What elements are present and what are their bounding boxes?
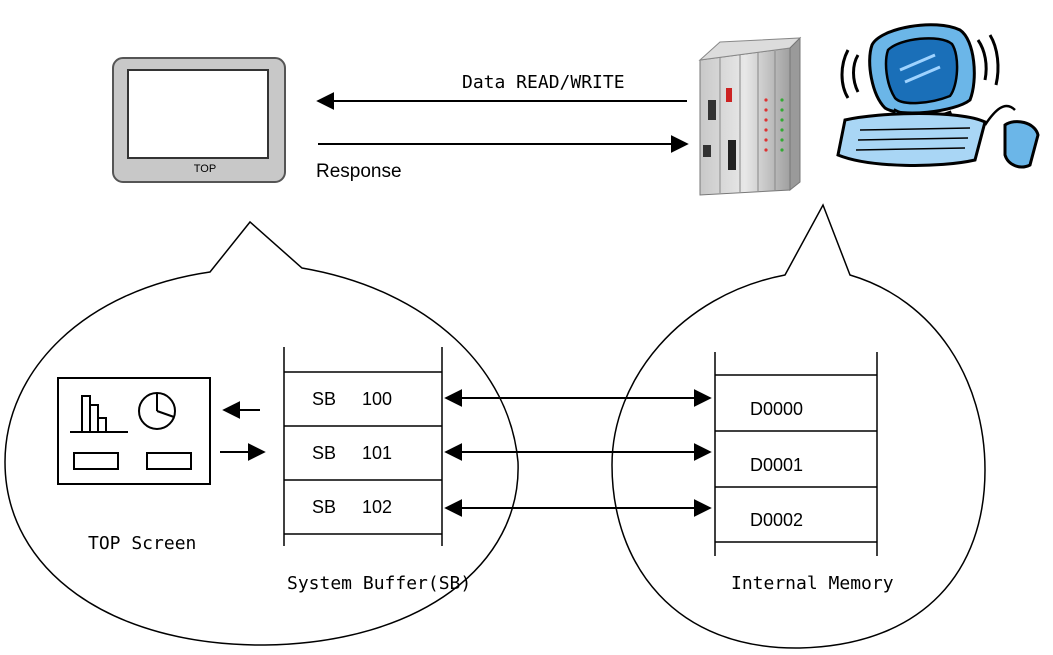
top-panel-icon: TOP [112, 57, 286, 183]
pie-chart-icon [138, 392, 176, 430]
screen-button-left [73, 452, 119, 470]
memory-row: D0000 [750, 399, 803, 419]
internal-memory-table [714, 352, 878, 556]
request-label: Data READ/WRITE [462, 72, 625, 93]
top-screen-panel [57, 377, 211, 485]
memory-row: D0001 [750, 455, 803, 475]
system-buffer-table [283, 347, 443, 546]
internal-memory-label: Internal Memory [731, 573, 894, 594]
sb-row-prefix: SB [312, 389, 336, 409]
sb-row-address: 101 [362, 443, 392, 463]
top-device-label: TOP [194, 163, 216, 175]
plc-rack-icon [698, 36, 802, 196]
sb-row-address: 102 [362, 497, 392, 517]
top-screen-label: TOP Screen [88, 533, 196, 554]
bar-chart-icon [70, 395, 128, 433]
sb-row-prefix: SB [312, 443, 336, 463]
sb-row-address: 100 [362, 389, 392, 409]
sb-row-prefix: SB [312, 497, 336, 517]
memory-row: D0002 [750, 510, 803, 530]
response-label: Response [316, 161, 402, 182]
top-bubble [4, 220, 519, 646]
computer-icon [836, 23, 1040, 169]
screen-button-right [146, 452, 192, 470]
system-buffer-label: System Buffer(SB) [287, 573, 471, 594]
